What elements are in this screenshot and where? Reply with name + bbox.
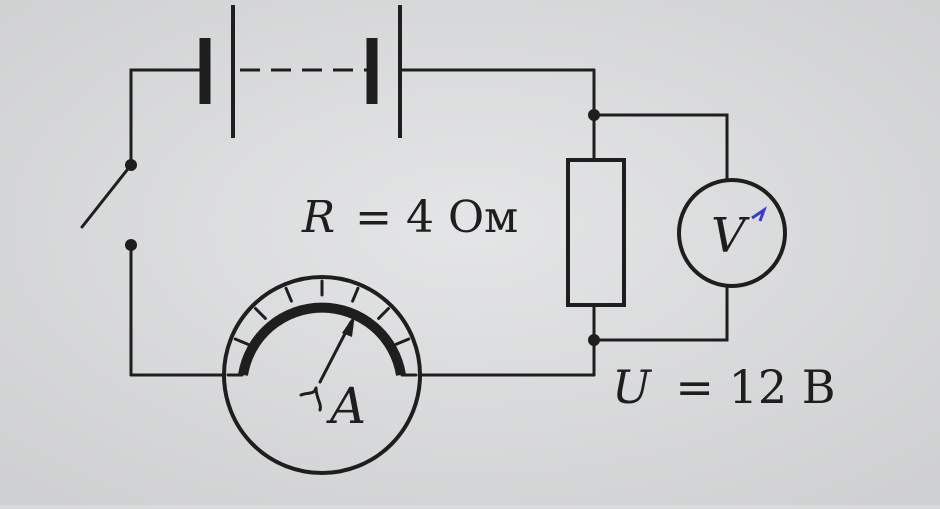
voltmeter-body <box>677 178 787 288</box>
ammeter-scale-tick <box>377 307 390 320</box>
ammeter-scale-arc <box>238 302 406 376</box>
wire-top-left <box>129 68 207 167</box>
ammeter-body <box>222 275 422 475</box>
voltage-value: = 12 В <box>675 360 835 414</box>
ammeter-needle-tip <box>342 314 355 337</box>
ammeter-scale-tick <box>254 307 267 320</box>
ammeter-scale-tick <box>284 286 293 303</box>
resistor-value: = 4 Ом <box>355 192 518 243</box>
resistor-symbol: R <box>301 192 335 243</box>
ammeter-scale-tick <box>394 337 411 346</box>
ammeter-needle-pivot <box>299 386 322 412</box>
voltmeter-pointer <box>751 206 767 222</box>
battery <box>199 5 402 138</box>
switch-contact-top <box>125 159 137 171</box>
voltmeter-letter: V <box>711 208 750 264</box>
junction-dot-bottom <box>588 334 600 346</box>
ammeter-scale-ticks <box>226 279 418 377</box>
ammeter <box>222 275 422 475</box>
ammeter-scale-tick <box>351 286 360 303</box>
voltage-label: U = 12 В <box>612 360 836 414</box>
wire-voltmeter-bottom <box>592 286 729 342</box>
resistor <box>566 158 626 307</box>
switch-lever[interactable] <box>80 163 133 229</box>
junction-dot-top <box>588 109 600 121</box>
voltage-symbol: U <box>612 360 653 414</box>
wire-voltmeter-top <box>592 113 729 182</box>
voltmeter <box>677 178 787 288</box>
resistor-label: R = 4 Ом <box>301 192 518 243</box>
switch[interactable] <box>80 163 133 229</box>
ammeter-scale-tick <box>233 337 250 346</box>
switch-contact-bottom <box>125 239 137 251</box>
ammeter-letter: A <box>326 377 366 435</box>
